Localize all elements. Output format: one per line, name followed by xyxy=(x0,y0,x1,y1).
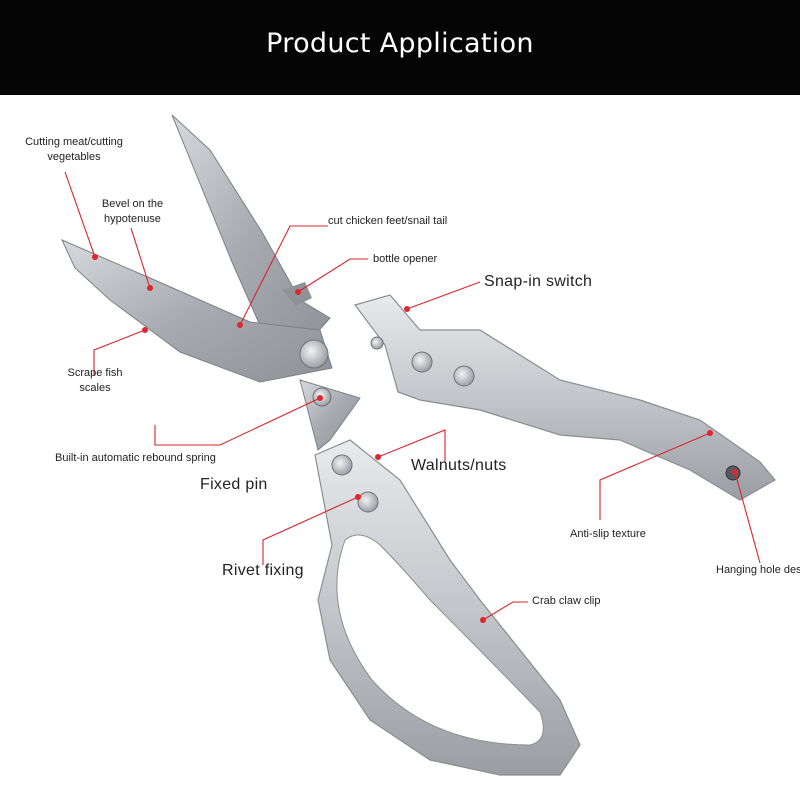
switch-button xyxy=(370,336,384,350)
handle-loop-hole xyxy=(336,534,544,746)
label-scrape-fish-line2: scales xyxy=(79,382,111,394)
lower-blade xyxy=(60,239,333,383)
leader-dots xyxy=(92,254,738,623)
label-scrape-fish: Scrape fish scales xyxy=(60,366,130,396)
label-cutting-meat-line2: vegetables xyxy=(47,151,101,163)
rivet-upper-2 xyxy=(453,365,475,387)
label-bevel-line1: Bevel on the xyxy=(101,198,164,210)
label-bevel: Bevel on the hypotenuse xyxy=(90,197,175,227)
label-bottle-opener: bottle opener xyxy=(373,253,438,265)
label-bevel-line2: hypotenuse xyxy=(104,213,161,225)
label-cutting-meat-line1: Cutting meat/cutting xyxy=(25,136,123,148)
pivot-screw xyxy=(299,339,329,369)
label-walnuts: Walnuts/nuts xyxy=(411,457,507,474)
label-rebound-spring: Built-in automatic rebound spring xyxy=(55,452,216,464)
label-hanging-hole: Hanging hole design xyxy=(716,564,800,576)
rivet-upper-1 xyxy=(411,351,433,373)
label-rivet-fixing: Rivet fixing xyxy=(222,562,304,579)
label-scrape-fish-line1: Scrape fish xyxy=(67,367,123,379)
label-chicken-feet: cut chicken feet/snail tail xyxy=(328,215,448,227)
upper-handle xyxy=(353,294,776,501)
lower-blade-tip xyxy=(299,379,361,451)
label-cutting-meat: Cutting meat/cutting vegetables xyxy=(24,135,124,165)
rivet-lower-2 xyxy=(357,491,379,513)
label-anti-slip: Anti-slip texture xyxy=(570,528,646,540)
header-bar: Product Application xyxy=(0,0,800,95)
label-fixed-pin: Fixed pin xyxy=(200,476,268,493)
page-title: Product Application xyxy=(266,28,534,59)
rivet-lower-1 xyxy=(331,454,353,476)
label-crab-claw: Crab claw clip xyxy=(532,595,601,607)
leader-lines xyxy=(64,171,761,621)
label-snap-in-switch: Snap-in switch xyxy=(484,273,593,290)
